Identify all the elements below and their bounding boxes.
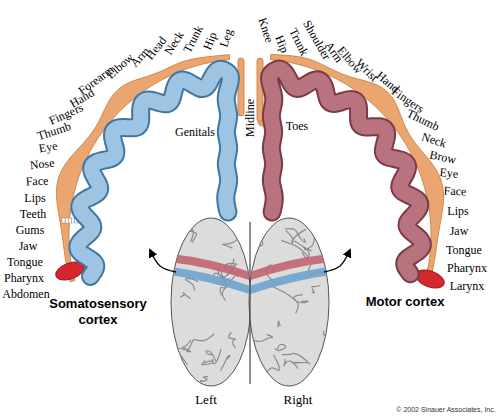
gyrus-line (229, 332, 236, 348)
gyrus-line (265, 355, 279, 374)
longitudinal-fissure (249, 222, 250, 384)
gyrus-line (172, 234, 179, 241)
body-part-label: Thumb (405, 107, 441, 133)
gyrus-line (253, 239, 263, 248)
brain-hemisphere (249, 218, 329, 386)
gyrus-line (206, 351, 216, 361)
brain-hemisphere (171, 218, 251, 386)
gyrus-line (312, 285, 320, 293)
gyrus-line (278, 321, 280, 327)
gyrus-line (222, 238, 239, 249)
body-part-label: Pharynx (447, 262, 487, 274)
gyrus-line (185, 279, 198, 291)
tooth (62, 218, 65, 223)
gyrus-line (202, 359, 213, 365)
copyright-notice: © 2002 Sinauer Associates, Inc. (396, 406, 495, 413)
body-part-label: Hip (201, 30, 219, 51)
gyrus-line (324, 349, 354, 359)
cortex-caption: Somatosensory cortex (43, 296, 153, 329)
body-part-label: Jaw (19, 240, 38, 252)
gyrus-line (261, 367, 277, 396)
body-part-label: Larynx (450, 280, 485, 292)
body-part-label: Gums (16, 224, 45, 236)
gyrus-line (285, 229, 305, 243)
brain-top-view (171, 218, 329, 386)
body-part-label: Teeth (20, 208, 46, 220)
gyrus-line (284, 359, 298, 368)
body-part-label: Jaw (450, 225, 469, 237)
body-part-label: Neck (420, 130, 448, 149)
tooth (72, 218, 75, 223)
body-part-label: Toes (286, 120, 309, 132)
hemisphere-label: Right (284, 393, 313, 406)
gyrus-line (187, 334, 215, 353)
brain-gyri (170, 219, 355, 396)
body-part-label: Brow (429, 148, 458, 165)
gyrus-line (200, 376, 208, 381)
body-part-label: Genitals (175, 126, 215, 138)
gyrus-line (273, 287, 298, 313)
body-part-label: Pharynx (4, 272, 44, 284)
body-part-label: Abdomen (2, 288, 49, 300)
gyrus-line (275, 344, 286, 351)
body-part-label: Eye (38, 139, 58, 154)
pointer-arrows (150, 250, 350, 272)
gyrus-line (323, 331, 327, 338)
hemisphere-label: Left (195, 393, 217, 406)
tooth (68, 218, 71, 223)
body-part-label: Eye (439, 166, 459, 180)
gyrus-line (292, 362, 308, 364)
body-part-label: Nose (29, 157, 55, 172)
gyrus-line (182, 340, 191, 352)
body-part-label: Tongue (446, 244, 482, 256)
body-part-label: Tongue (7, 256, 43, 268)
gyrus-line (302, 247, 311, 258)
body-part-label: Face (443, 184, 466, 197)
gyrus-line (221, 356, 231, 371)
gyrus-line (282, 353, 310, 364)
cortex-caption: Motor cortex (350, 294, 460, 310)
body-part-label: Face (25, 174, 48, 187)
gyrus-line (248, 334, 272, 341)
body-part-label: Knee (256, 16, 275, 44)
gyrus-line (189, 230, 196, 242)
body-part-label: Hip (273, 33, 291, 54)
tooth (65, 218, 68, 223)
midline-label: Midline (244, 99, 256, 137)
gyrus-line (286, 229, 306, 242)
pointer-arrow (324, 250, 350, 272)
pointer-arrow (150, 250, 176, 272)
body-part-label: Trunk (181, 23, 205, 54)
gyrus-line (255, 383, 260, 392)
body-part-label: Lips (24, 192, 45, 204)
gyrus-line (180, 293, 190, 299)
body-part-label: Lips (447, 205, 468, 217)
gyrus-line (177, 348, 190, 364)
body-part-label: Leg (217, 27, 234, 48)
